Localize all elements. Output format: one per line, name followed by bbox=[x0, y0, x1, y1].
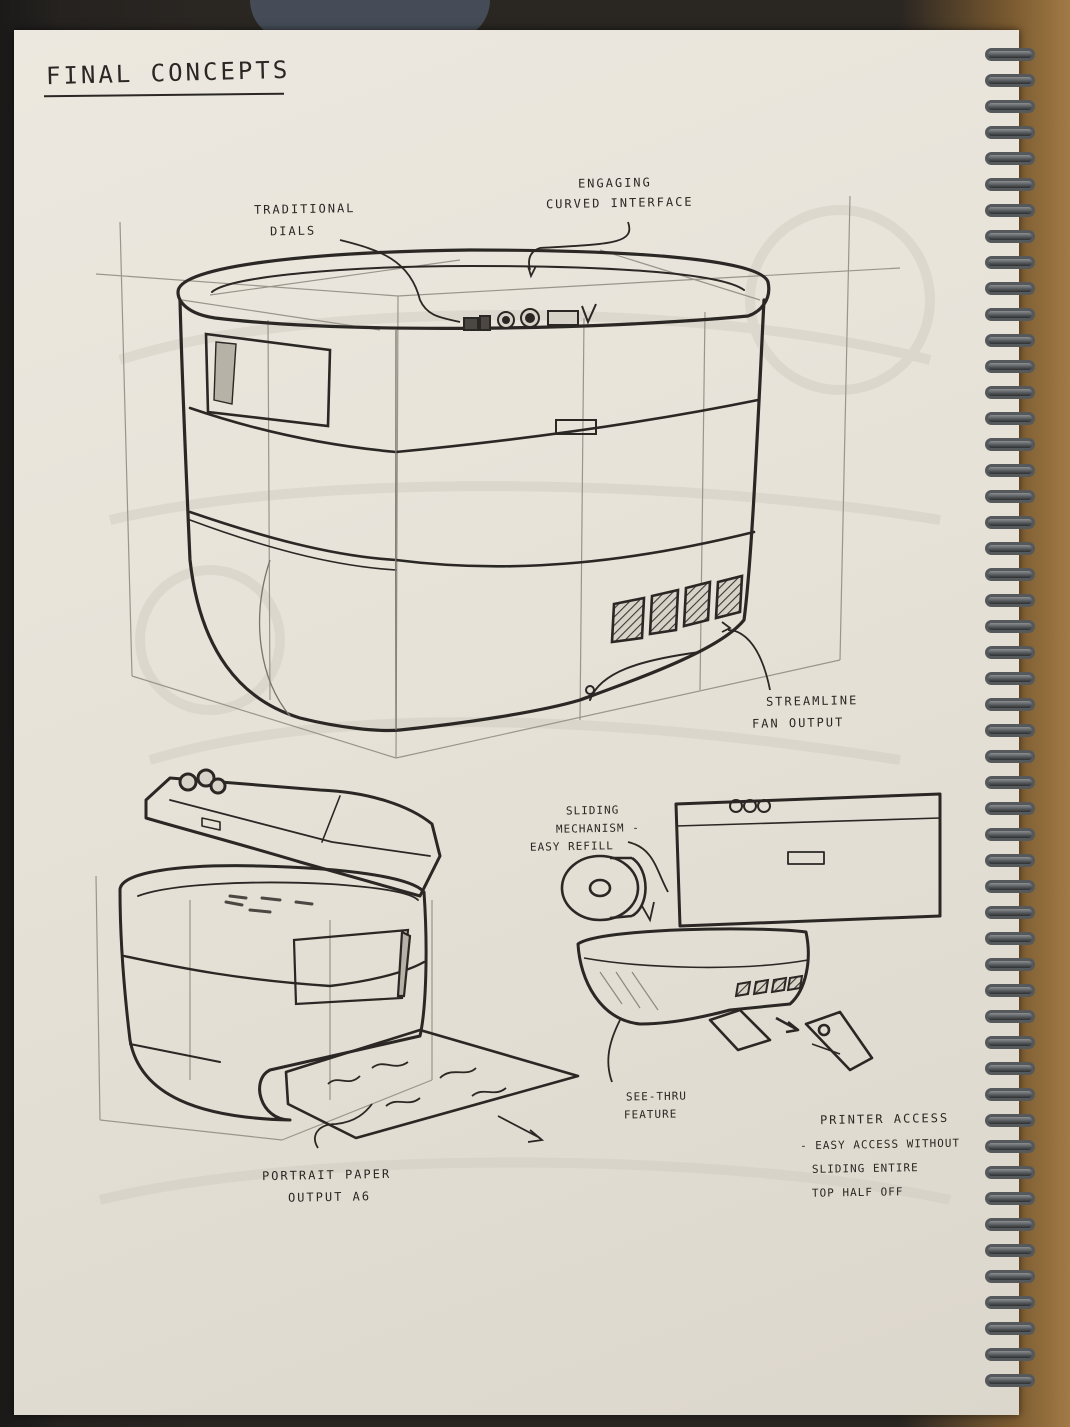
label-fan-output-1: Streamline bbox=[765, 693, 859, 709]
spiral-loop-icon bbox=[985, 1036, 1035, 1049]
open-printer-leaders bbox=[314, 1103, 545, 1149]
spiral-loop-icon bbox=[985, 438, 1035, 451]
exploded-top-half bbox=[674, 792, 942, 928]
open-printer bbox=[118, 768, 442, 1122]
spiral-loop-icon bbox=[985, 594, 1035, 607]
main-printer-window bbox=[204, 332, 332, 428]
spiral-loop-icon bbox=[985, 1010, 1035, 1023]
spiral-loop-icon bbox=[985, 750, 1035, 763]
spiral-loop-icon bbox=[985, 698, 1035, 711]
spiral-loop-icon bbox=[985, 958, 1035, 971]
spiral-loop-icon bbox=[985, 802, 1035, 815]
spiral-loop-icon bbox=[985, 74, 1035, 87]
spiral-loop-icon bbox=[985, 672, 1035, 685]
printer-access-panel bbox=[708, 1008, 874, 1072]
spiral-loop-icon bbox=[985, 100, 1035, 113]
spiral-loop-icon bbox=[985, 256, 1035, 269]
page-title: Final Concepts bbox=[45, 55, 291, 91]
main-printer-latch bbox=[555, 419, 597, 435]
spiral-loop-icon bbox=[985, 1218, 1035, 1231]
spiral-loop-icon bbox=[985, 828, 1035, 841]
spiral-loop-icon bbox=[985, 1374, 1035, 1387]
main-printer bbox=[176, 248, 771, 733]
spiral-loop-icon bbox=[985, 1348, 1035, 1361]
bleed-through bbox=[98, 205, 952, 1205]
main-printer-lid-rim bbox=[176, 248, 771, 330]
paper-refill-roll bbox=[560, 854, 647, 922]
spiral-loop-icon bbox=[985, 204, 1035, 217]
label-printer-access-4: top half off bbox=[811, 1185, 904, 1200]
spiral-loop-icon bbox=[985, 1322, 1035, 1335]
label-printer-access-2: - Easy access without bbox=[799, 1136, 961, 1153]
spiral-loop-icon bbox=[985, 464, 1035, 477]
label-fan-output-2: Fan output bbox=[751, 715, 845, 731]
spiral-loop-icon bbox=[985, 1114, 1035, 1127]
spiral-loop-icon bbox=[985, 178, 1035, 191]
label-see-thru-2: feature bbox=[623, 1107, 678, 1122]
spiral-loop-icon bbox=[985, 1270, 1035, 1283]
spiral-loop-icon bbox=[985, 906, 1035, 919]
spiral-binding-icon bbox=[985, 48, 1037, 1408]
main-printer-body bbox=[178, 298, 766, 733]
exploded-vents bbox=[734, 974, 804, 998]
traditional-dials-icon bbox=[463, 303, 597, 331]
spiral-loop-icon bbox=[985, 126, 1035, 139]
spiral-loop-icon bbox=[985, 932, 1035, 945]
spiral-loop-icon bbox=[985, 360, 1035, 373]
label-paper-output-2: output A6 bbox=[287, 1189, 372, 1205]
spiral-loop-icon bbox=[985, 334, 1035, 347]
spiral-loop-icon bbox=[985, 880, 1035, 893]
spiral-loop-icon bbox=[985, 646, 1035, 659]
label-traditional-dials-2: Dials bbox=[269, 223, 317, 239]
open-printer-window bbox=[292, 928, 412, 1006]
label-printer-access-3: sliding entire bbox=[811, 1161, 919, 1176]
main-printer-inner-lines bbox=[258, 329, 397, 731]
spiral-loop-icon bbox=[985, 1192, 1035, 1205]
spiral-loop-icon bbox=[985, 1296, 1035, 1309]
spiral-loop-icon bbox=[985, 308, 1035, 321]
spiral-loop-icon bbox=[985, 516, 1035, 529]
spiral-loop-icon bbox=[985, 776, 1035, 789]
spiral-loop-icon bbox=[985, 542, 1035, 555]
label-printer-access-1: Printer Access bbox=[819, 1110, 950, 1128]
sketchbook-page bbox=[14, 30, 1019, 1415]
open-printer-tray-marks bbox=[224, 894, 314, 914]
spiral-loop-icon bbox=[985, 984, 1035, 997]
open-printer-lid bbox=[144, 776, 442, 898]
fan-vents bbox=[610, 574, 744, 644]
main-printer-construction bbox=[95, 195, 901, 759]
spiral-loop-icon bbox=[985, 1062, 1035, 1075]
spiral-loop-icon bbox=[985, 386, 1035, 399]
spiral-loop-icon bbox=[985, 1140, 1035, 1153]
spiral-loop-icon bbox=[985, 490, 1035, 503]
label-traditional-dials-1: Traditional bbox=[253, 201, 356, 217]
label-paper-output-1: Portrait paper bbox=[261, 1166, 392, 1184]
open-printer-body bbox=[118, 864, 428, 1122]
paper-output-sheet bbox=[284, 1028, 580, 1140]
open-printer-construction bbox=[95, 875, 433, 1141]
exploded-bottom-half bbox=[576, 927, 810, 1026]
spiral-loop-icon bbox=[985, 1244, 1035, 1257]
label-sliding-mechanism-3: Easy refill bbox=[529, 839, 614, 854]
spiral-loop-icon bbox=[985, 282, 1035, 295]
exploded-leaders bbox=[607, 841, 669, 1083]
spiral-loop-icon bbox=[985, 1166, 1035, 1179]
spiral-loop-icon bbox=[985, 48, 1035, 61]
spiral-loop-icon bbox=[985, 412, 1035, 425]
spiral-loop-icon bbox=[985, 152, 1035, 165]
spiral-loop-icon bbox=[985, 724, 1035, 737]
spiral-loop-icon bbox=[985, 1088, 1035, 1101]
spiral-loop-icon bbox=[985, 230, 1035, 243]
see-thru-glass bbox=[599, 971, 659, 1011]
label-curved-interface-2: Curved interface bbox=[545, 194, 694, 212]
spiral-loop-icon bbox=[985, 854, 1035, 867]
spiral-loop-icon bbox=[985, 568, 1035, 581]
main-leaders bbox=[339, 221, 771, 691]
spiral-loop-icon bbox=[985, 620, 1035, 633]
